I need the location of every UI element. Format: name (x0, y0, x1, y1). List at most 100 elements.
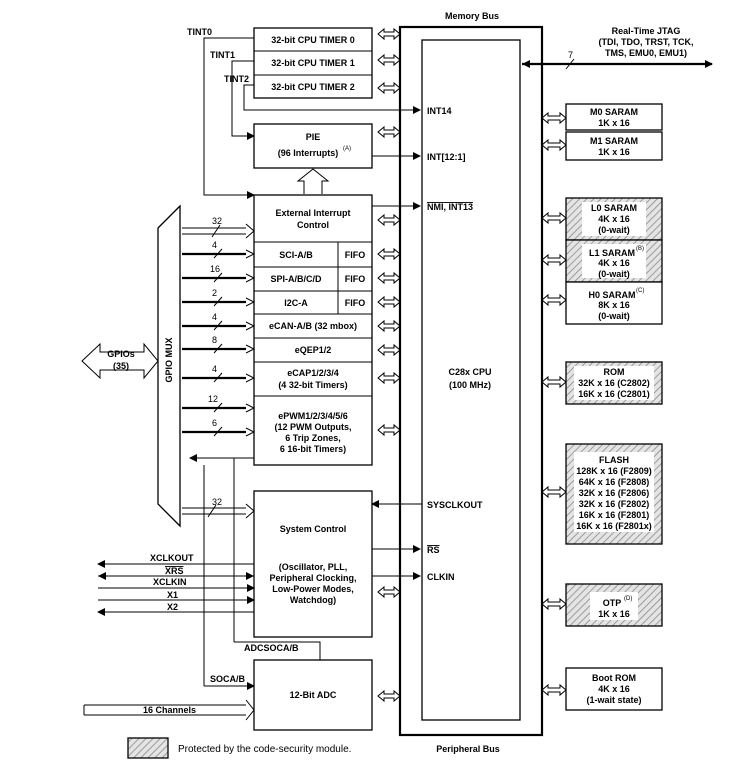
timer-block (253, 27, 373, 99)
flash-f2808: 64K x 16 (F2808) (579, 477, 650, 487)
timer1-label: 32-bit CPU TIMER 1 (271, 58, 355, 68)
spi-fifo: FIFO (345, 274, 366, 284)
ecap-timers: (4 32-bit Timers) (278, 380, 347, 390)
eqep-width: 8 (212, 335, 217, 345)
soca-label: SOCA/B (210, 674, 246, 684)
jtag-pins-1: (TDI, TDO, TRST, TCK, (599, 37, 694, 47)
xclkin-label: XCLKIN (153, 577, 187, 587)
rom-label: ROM (604, 367, 625, 377)
spi-width: 16 (210, 264, 220, 274)
l1-wait: (0-wait) (598, 269, 630, 279)
sci-label: SCI-A/B (279, 250, 313, 260)
x2-label: X2 (167, 602, 178, 612)
sci-fifo: FIFO (345, 250, 366, 260)
legend-swatch (127, 737, 169, 759)
timer2-label: 32-bit CPU TIMER 2 (271, 82, 355, 92)
jtag-pins-2: TMS, EMU0, EMU1) (605, 48, 687, 58)
flash-f2802: 32K x 16 (F2802) (579, 499, 650, 509)
int12-label: INT[12:1] (427, 152, 466, 162)
gpio-count: (35) (113, 361, 129, 371)
memory-bus-connectors (541, 111, 567, 697)
l1-note: (B) (636, 246, 644, 252)
m0-size: 1K x 16 (598, 118, 630, 128)
nmi-label: NMI, INT13 (427, 202, 473, 212)
pie-block (253, 123, 373, 169)
i2c-label: I2C-A (284, 298, 308, 308)
l1-label: L1 SARAM (589, 248, 635, 258)
flash-f2809: 128K x 16 (F2809) (576, 466, 652, 476)
l0-size: 4K x 16 (598, 214, 630, 224)
xrs-label: XRS (165, 566, 184, 576)
cpu-speed: (100 MHz) (449, 380, 491, 390)
system-control-line1: (Oscillator, PLL, (279, 562, 348, 572)
legend-text: Protected by the code-security module. (178, 744, 351, 755)
otp-label: OTP (603, 598, 622, 608)
ext-width: 32 (212, 216, 222, 226)
tint0-label: TINT0 (187, 27, 212, 37)
pie-note: (A) (343, 146, 351, 152)
boot-rom-block (565, 667, 663, 711)
jtag-width: 7 (568, 50, 573, 60)
boot-rom-label: Boot ROM (592, 673, 636, 683)
system-control-title: System Control (280, 524, 347, 534)
gpio-label: GPIOs (107, 349, 135, 359)
ecap-label: eCAP1/2/3/4 (287, 368, 339, 378)
flash-f2806: 32K x 16 (F2806) (579, 488, 650, 498)
m1-saram (565, 131, 663, 161)
gpio-mux (157, 204, 181, 528)
boot-rom-wait: (1-wait state) (586, 695, 641, 705)
h0-label: H0 SARAM (588, 290, 635, 300)
rom-c2801: 16K x 16 (C2801) (578, 389, 650, 399)
peripheral-block (253, 194, 373, 466)
tint2-label: TINT2 (224, 74, 249, 84)
m1-size: 1K x 16 (598, 147, 630, 157)
adc-block (253, 659, 373, 731)
epwm-outputs: (12 PWM Outputs, (275, 422, 352, 432)
m0-label: M0 SARAM (590, 107, 638, 117)
x1-label: X1 (167, 590, 178, 600)
sysclkout-label: SYSCLKOUT (427, 500, 483, 510)
system-control-block (253, 490, 373, 638)
gpio-mux-label: GPIO MUX (164, 337, 174, 382)
spi-label: SPI-A/B/C/D (270, 274, 322, 284)
sci-width: 4 (212, 240, 217, 250)
i2c-width: 2 (212, 288, 217, 298)
epwm-width: 12 (208, 394, 218, 404)
system-control-line2: Peripheral Clocking, (269, 573, 356, 583)
epwm-label: ePWM1/2/3/4/5/6 (278, 411, 348, 421)
ext-int-label-2: Control (297, 220, 329, 230)
l1-size: 4K x 16 (598, 258, 630, 268)
pie-interrupts: (96 Interrupts) (278, 148, 339, 158)
xclkout-label: XCLKOUT (150, 553, 194, 563)
memory-bus-label: Memory Bus (445, 11, 499, 21)
system-control-line3: Low-Power Modes, (272, 584, 354, 594)
flash-f2801x: 16K x 16 (F2801x) (576, 521, 652, 531)
epwm-trip: 6 Trip Zones, (285, 433, 341, 443)
gpio-arrow (81, 342, 159, 380)
boot-rom-size: 4K x 16 (598, 684, 630, 694)
rom-c2802: 32K x 16 (C2802) (578, 378, 650, 388)
sys-width: 32 (212, 497, 222, 507)
h0-wait: (0-wait) (598, 311, 630, 321)
m1-label: M1 SARAM (590, 136, 638, 146)
adc-label: 12-Bit ADC (290, 690, 337, 700)
peripheral-bus-label: Peripheral Bus (436, 744, 500, 754)
timer0-label: 32-bit CPU TIMER 0 (271, 35, 355, 45)
jtag-title: Real-Time JTAG (612, 26, 681, 36)
epwm-timers: 6 16-bit Timers) (280, 444, 346, 454)
ecan-label: eCAN-A/B (32 mbox) (269, 321, 357, 331)
peripheral-bus-connectors (377, 27, 401, 703)
cpu-label: C28x CPU (448, 367, 491, 377)
int14-label: INT14 (427, 106, 452, 116)
flash-f2801: 16K x 16 (F2801) (579, 510, 650, 520)
cpu-box (421, 39, 521, 721)
l0-wait: (0-wait) (598, 225, 630, 235)
flash-label: FLASH (599, 455, 629, 465)
eqep-label: eQEP1/2 (295, 345, 332, 355)
h0-saram (565, 281, 663, 325)
adc-channels: 16 Channels (143, 705, 196, 715)
ext-int-label: External Interrupt (275, 208, 350, 218)
h0-size: 8K x 16 (598, 300, 630, 310)
tint1-label: TINT1 (210, 50, 235, 60)
